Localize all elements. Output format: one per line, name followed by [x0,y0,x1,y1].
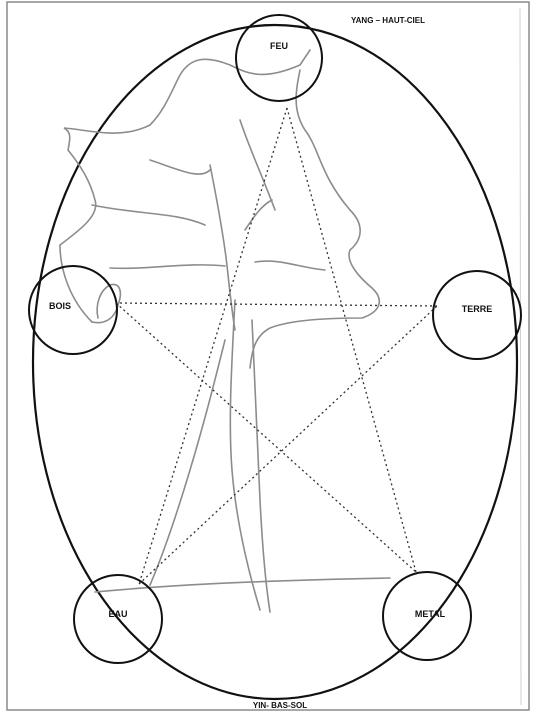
label-feu: FEU [270,41,288,51]
label-eau: EAU [108,609,127,619]
label-bois: BOIS [49,301,71,311]
label-terre: TERRE [462,304,493,314]
top-caption: YANG – HAUT-CIEL [351,16,425,25]
label-metal: METAL [415,609,446,619]
bottom-caption: YIN- BAS-SOL [253,701,307,710]
